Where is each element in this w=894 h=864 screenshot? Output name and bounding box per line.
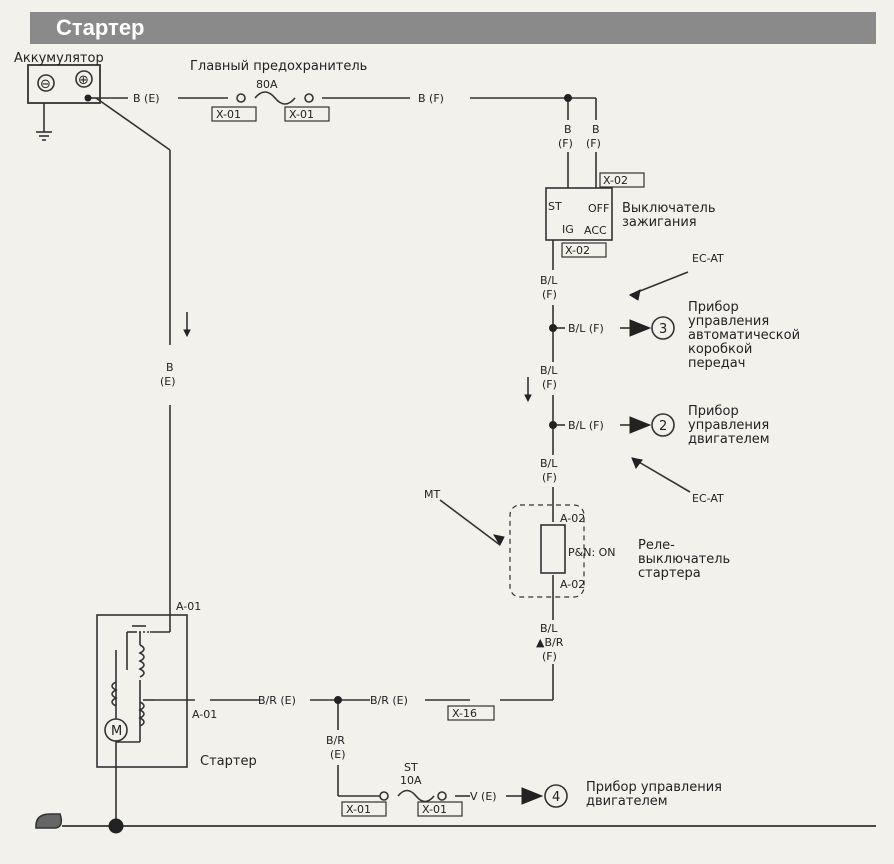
battery-label: Аккумулятор [14,51,104,66]
relay-box [540,524,566,574]
starter-conn-top: A-01 [176,600,201,613]
ignition-label-1: Выключатель [622,201,715,216]
main-fuse-rating: 80A [256,78,278,91]
controller-2-circle [651,413,675,437]
main-fuse-conn-left: X-01 [216,108,241,121]
st-fuse-conn-left: X-01 [346,803,371,816]
relay-conn-top: A-02 [560,512,585,525]
wire-bl-br-c: (F) [542,650,557,663]
ignition-pos-ig: IG [562,223,574,236]
controller-3-line-1: Прибор [688,300,739,315]
wire-br-e-vert-b: (E) [330,748,346,761]
starter-conn-side: A-01 [192,708,217,721]
controller-2-line-1: Прибор [688,404,739,419]
relay-line-3: стартера [638,566,701,581]
note-mt: MT [424,488,440,501]
st-fuse-conn-right: X-01 [422,803,447,816]
wire-bl-br-b: ▲B/R [536,636,564,649]
starter-label: Стартер [200,754,257,769]
main-fuse-label: Главный предохранитель [190,59,367,74]
wire-b-f: B (F) [418,92,444,105]
controller-2-line-3: двигателем [688,432,770,447]
ignition-switch-box [545,187,613,241]
controller-4-num: 4 [552,790,560,805]
wire-bl-f-2a: B/L [540,364,558,377]
wire-br-e-left: B/R (E) [258,694,296,707]
wire-v-e: V (E) [470,790,497,803]
ignition-connector-bottom: X-02 [565,244,590,257]
connector-x16: X-16 [452,707,477,720]
controller-4-line-2: двигателем [586,794,668,809]
starter-box [96,614,188,768]
relay-conn-bottom: A-02 [560,578,585,591]
wire-bl-f-3b: (F) [542,471,557,484]
page-title: Стартер [56,15,145,40]
main-fuse-conn-right: X-01 [289,108,314,121]
note-ec-at-top: EC-AT [692,252,724,265]
controller-3-circle [651,316,675,340]
ignition-pos-off: OFF [588,202,609,215]
wire-b-e-vert-a: B [166,361,174,374]
wire-bl-f-branch-2: B/L (F) [568,419,604,432]
note-ec-at-bottom: EC-AT [692,492,724,505]
wire-b-vert-1b: (F) [558,137,573,150]
wire-bl-f-3a: B/L [540,457,558,470]
wire-b-vert-2b: (F) [586,137,601,150]
starter-motor-icon [104,718,128,742]
ignition-pos-acc: ACC [584,224,607,237]
controller-3-line-2: управления [688,314,769,329]
controller-2-line-2: управления [688,418,769,433]
ignition-pos-st: ST [548,200,562,213]
battery-plus-icon: ⊕ [78,73,89,88]
st-fuse-name: ST [404,761,418,774]
wire-b-vert-2: B [592,123,600,136]
wire-br-e-right: B/R (E) [370,694,408,707]
controller-4-circle [544,784,568,808]
header-bar: Стартер [30,12,876,44]
wire-br-e-vert-a: B/R [326,734,345,747]
ignition-connector-top: X-02 [603,174,628,187]
wire-b-vert-1: B [564,123,572,136]
wire-b-e: B (E) [133,92,160,105]
battery-box [27,64,101,104]
relay-line-1: Реле- [638,538,675,553]
relay-line-2: выключатель [638,552,730,567]
controller-3-num: 3 [659,322,667,337]
wire-bl-f-branch-1: B/L (F) [568,322,604,335]
wire-bl-f-1b: (F) [542,288,557,301]
wire-bl-f-1a: B/L [540,274,558,287]
wire-bl-f-2b: (F) [542,378,557,391]
relay-state: P&N: ON [568,546,616,559]
controller-3-line-3: автоматической [688,328,800,343]
wire-b-e-vert-b: (E) [160,375,176,388]
ignition-label-2: зажигания [622,215,697,230]
starter-motor-label: M [111,724,122,739]
controller-3-line-5: передач [688,356,745,371]
controller-4-line-1: Прибор управления [586,780,722,795]
battery-minus-icon: ⊖ [40,77,51,92]
controller-2-num: 2 [659,419,667,434]
ground-icon [35,813,63,829]
wire-bl-br-a: B/L [540,622,558,635]
st-fuse-rating: 10A [400,774,422,787]
controller-3-line-4: коробкой [688,342,752,357]
